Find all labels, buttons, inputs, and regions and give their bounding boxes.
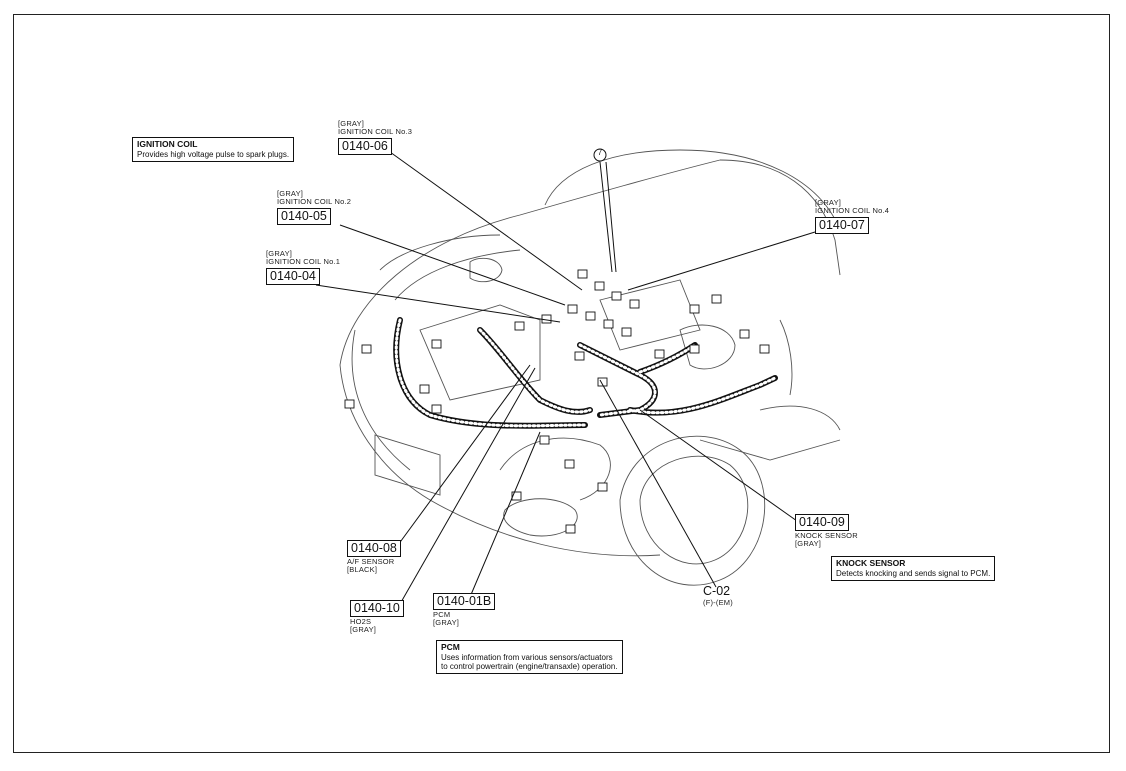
connector-color: [BLACK] (347, 565, 378, 575)
ignition-coil-info-title: IGNITION COIL (137, 139, 198, 149)
connector-name: IGNITION COIL No.4 (815, 206, 890, 216)
connector-name: IGNITION COIL No.3 (338, 127, 413, 137)
connector-code: 0140-07 (815, 216, 869, 234)
connector-0140-07: [GRAY] IGNITION COIL No.4 0140-07 (815, 198, 890, 235)
ignition-coil-info-box: IGNITION COIL Provides high voltage puls… (132, 137, 295, 162)
connector-0140-06: [GRAY] IGNITION COIL No.3 0140-06 (338, 119, 413, 156)
pcm-info-desc-line2: to control powertrain (engine/transaxle)… (441, 661, 618, 671)
connector-name: PCM (433, 610, 451, 619)
knock-sensor-info-desc: Detects knocking and sends signal to PCM… (836, 568, 991, 578)
knock-sensor-info-title: KNOCK SENSOR (836, 558, 906, 568)
connector-color: [GRAY] (277, 189, 304, 198)
connector-code: 0140-06 (338, 137, 392, 155)
connector-code: 0140-08 (347, 540, 401, 557)
connector-0140-01b: 0140-01B PCM [GRAY] (433, 592, 496, 628)
connector-name: KNOCK SENSOR (795, 531, 858, 540)
pcm-info-box: PCM Uses information from various sensor… (436, 640, 623, 675)
connector-color: [GRAY] (795, 539, 822, 549)
diagram-frame (13, 14, 1110, 753)
pcm-info-desc-line1: Uses information from various sensors/ac… (441, 652, 613, 662)
connector-code: 0140-09 (795, 514, 849, 531)
ground-marker-circle (593, 148, 607, 162)
connector-name: HO2S (350, 617, 372, 626)
connector-color: [GRAY] (350, 625, 377, 635)
connector-color: [GRAY] (338, 119, 365, 128)
connector-name: IGNITION COIL No.1 (266, 257, 341, 267)
connector-0140-04: [GRAY] IGNITION COIL No.1 0140-04 (266, 249, 341, 286)
connector-0140-09: 0140-09 KNOCK SENSOR [GRAY] (795, 513, 858, 549)
connector-0140-08: 0140-08 A/F SENSOR [BLACK] (347, 539, 401, 575)
connector-name: IGNITION COIL No.2 (277, 197, 352, 207)
connector-code: 0140-05 (277, 207, 331, 225)
pcm-info-title: PCM (441, 642, 460, 652)
connector-code: 0140-01B (433, 593, 496, 610)
connector-0140-05: [GRAY] IGNITION COIL No.2 0140-05 (277, 189, 352, 226)
connector-code: C-02 (703, 584, 731, 598)
ignition-coil-info-desc: Provides high voltage pulse to spark plu… (137, 149, 290, 159)
connector-code: 0140-10 (350, 600, 404, 617)
connector-c-02: C-02 (F)-(EM) (703, 584, 733, 607)
connector-color: [GRAY] (266, 249, 293, 258)
connector-sub: (F)-(EM) (703, 597, 733, 607)
knock-sensor-info-box: KNOCK SENSOR Detects knocking and sends … (831, 556, 996, 581)
ground-marker-label: 7 (597, 148, 603, 157)
connector-0140-10: 0140-10 HO2S [GRAY] (350, 599, 404, 635)
connector-name: A/F SENSOR (347, 557, 395, 566)
connector-color: [GRAY] (433, 618, 460, 628)
connector-code: 0140-04 (266, 267, 320, 285)
connector-color: [GRAY] (815, 198, 842, 207)
